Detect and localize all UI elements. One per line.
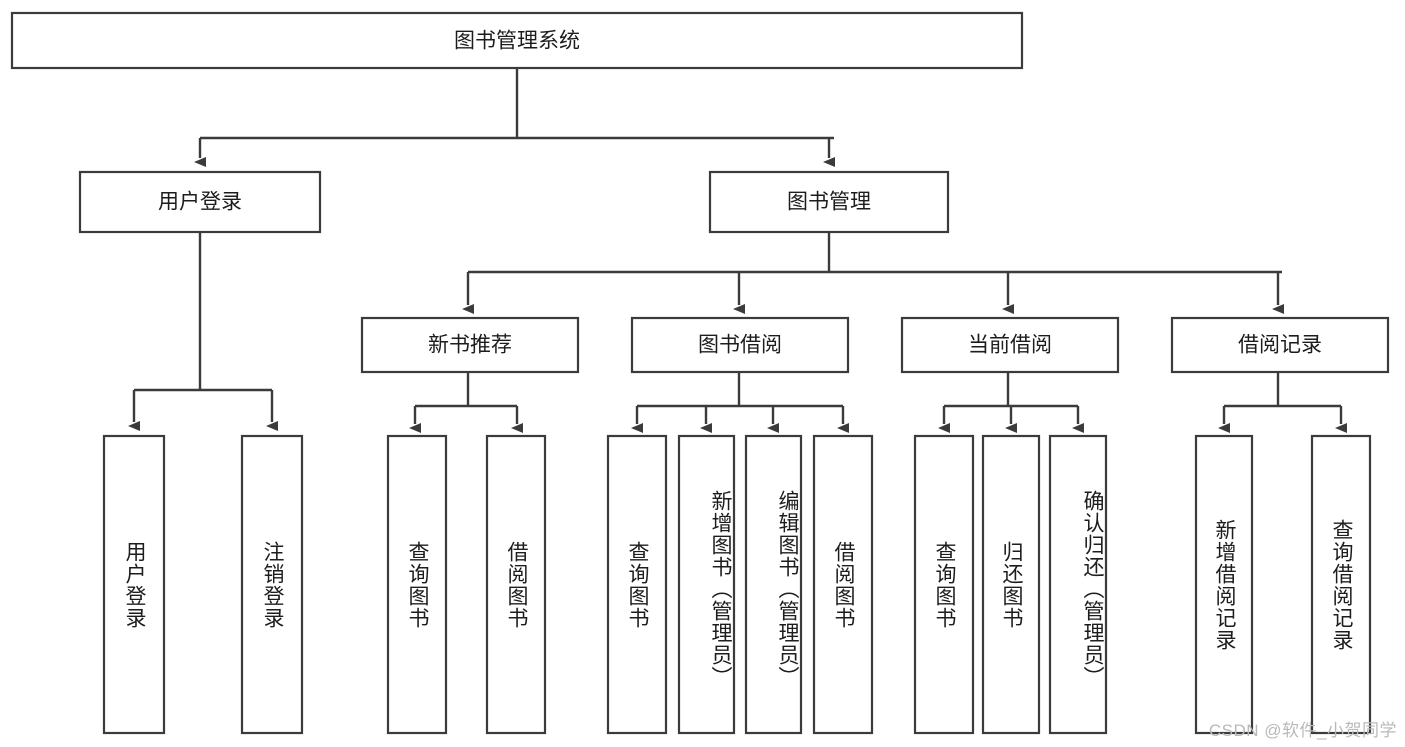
node-leaf-user-login[interactable] [102, 434, 166, 735]
node-leaf-rec-query-book[interactable] [386, 434, 448, 735]
watermark: CSDN @软件_小贺同学 [1208, 721, 1397, 740]
node-leaf-borrow-add-book[interactable] [677, 434, 736, 735]
node-leaf-rec-borrow-book[interactable] [485, 434, 547, 735]
node-book-management-label: 图书管理 [787, 191, 871, 214]
node-new-book-recommendation-label: 新书推荐 [428, 334, 512, 357]
connector-userlogin-to-leaves [128, 232, 278, 431]
node-user-login-label: 用户登录 [158, 191, 242, 214]
node-root[interactable]: 图书管理系统 [10, 11, 1024, 70]
node-leaf-record-add[interactable] [1194, 434, 1254, 735]
node-current-borrowing-label: 当前借阅 [968, 334, 1052, 357]
node-current-borrowing[interactable]: 当前借阅 [900, 316, 1120, 374]
connector-currentborrow-to-leaves [938, 372, 1084, 433]
node-root-label: 图书管理系统 [454, 30, 580, 53]
node-borrowing-record[interactable]: 借阅记录 [1170, 316, 1390, 374]
node-leaf-record-query[interactable] [1310, 434, 1372, 735]
connector-borrowrecord-to-leaves [1218, 372, 1347, 433]
node-borrowing-record-label: 借阅记录 [1238, 334, 1322, 357]
node-book-borrowing-label: 图书借阅 [698, 334, 782, 357]
node-user-login[interactable]: 用户登录 [78, 170, 322, 234]
connector-root-to-level2 [194, 68, 835, 167]
node-leaf-borrow-edit-book[interactable] [744, 434, 803, 735]
node-leaf-user-logout[interactable] [240, 434, 304, 735]
node-leaf-current-query-book[interactable] [913, 434, 975, 735]
node-book-management[interactable]: 图书管理 [708, 170, 950, 234]
node-leaf-borrow-lend-book[interactable] [812, 434, 874, 735]
node-leaf-borrow-query-book[interactable] [606, 434, 668, 735]
node-leaf-current-confirm-return[interactable] [1048, 434, 1108, 735]
connector-bookborrow-to-leaves [631, 372, 849, 433]
connector-newbook-to-leaves [409, 372, 523, 433]
connector-bookmgmt-to-level3 [462, 232, 1284, 314]
node-book-borrowing[interactable]: 图书借阅 [630, 316, 850, 374]
node-leaf-current-return-book[interactable] [981, 434, 1041, 735]
node-new-book-recommendation[interactable]: 新书推荐 [360, 316, 580, 374]
